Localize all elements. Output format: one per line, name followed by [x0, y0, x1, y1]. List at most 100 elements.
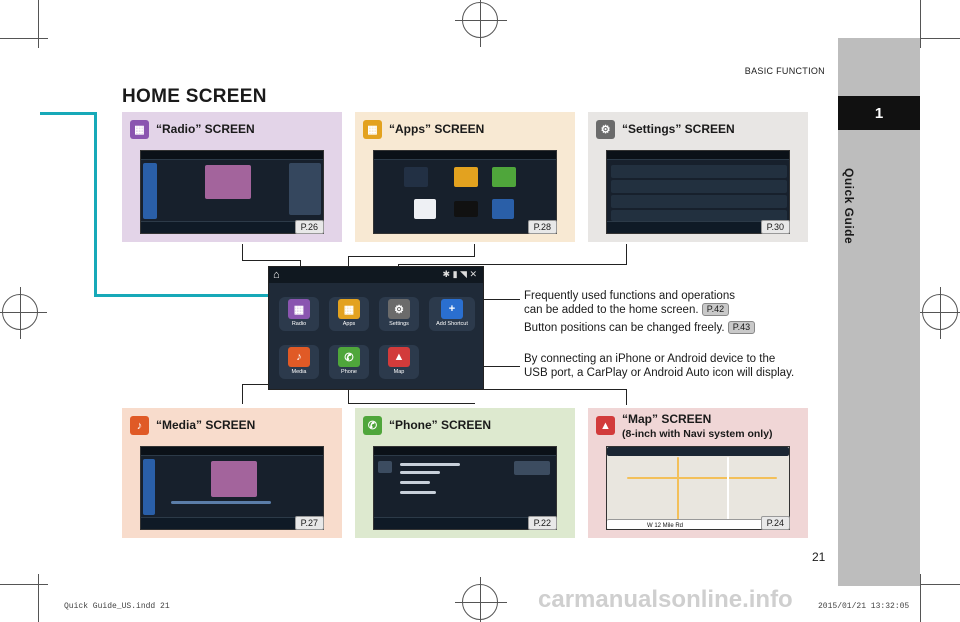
- panel-title: “Media” SCREEN: [156, 418, 256, 432]
- apps-grid-icon: ▦: [338, 299, 360, 319]
- connector-line: [242, 244, 243, 260]
- tile-label: Add Shortcut: [436, 321, 468, 327]
- media-icon: ♪: [288, 347, 310, 367]
- page-reference[interactable]: P.22: [527, 516, 557, 530]
- phone-screenshot: [373, 446, 557, 530]
- footer-file: Quick Guide_US.indd 21: [64, 602, 170, 611]
- gear-icon: ⚙: [388, 299, 410, 319]
- crop-mark: [920, 0, 921, 48]
- tile-label: Media: [291, 369, 307, 375]
- panel-title: “Map” SCREEN: [622, 412, 712, 426]
- registration-mark: [455, 577, 507, 622]
- radio-icon: ▦: [130, 120, 149, 139]
- crop-mark: [912, 584, 960, 585]
- settings-screenshot: [606, 150, 790, 234]
- tile-label: Apps: [342, 321, 356, 327]
- connector-line: [348, 256, 475, 257]
- registration-mark: [455, 0, 507, 47]
- carplay-description: By connecting an iPhone or Android devic…: [524, 352, 794, 380]
- phone-icon: ✆: [363, 416, 382, 435]
- page-reference[interactable]: P.26: [294, 220, 324, 234]
- shortcut-description: Frequently used functions and operations…: [524, 289, 735, 317]
- tile-radio[interactable]: ▦ Radio: [279, 297, 319, 331]
- chapter-number: 1: [838, 96, 920, 130]
- connector-line: [626, 389, 627, 405]
- connector-line: [94, 112, 97, 296]
- apps-grid-icon: ▦: [363, 120, 382, 139]
- chapter-label: Quick Guide: [842, 168, 856, 245]
- crop-mark: [38, 574, 39, 622]
- tile-settings[interactable]: ⚙ Settings: [379, 297, 419, 331]
- registration-mark: [915, 287, 960, 339]
- panel-title: “Radio” SCREEN: [156, 122, 255, 136]
- page-reference[interactable]: P.30: [760, 220, 790, 234]
- page-reference[interactable]: P.42: [701, 303, 730, 317]
- crop-mark: [0, 38, 48, 39]
- tile-map[interactable]: ▲ Map: [379, 345, 419, 379]
- map-icon: ▲: [388, 347, 410, 367]
- page-number: 21: [812, 550, 826, 564]
- connector-line: [398, 389, 626, 390]
- connector-line: [474, 244, 475, 256]
- description-line: USB port, a CarPlay or Android Auto icon…: [524, 367, 795, 379]
- connector-line: [348, 384, 349, 404]
- map-icon: ▲: [596, 416, 615, 435]
- apps-screenshot: [373, 150, 557, 234]
- map-screen-panel: ▲ “Map” SCREEN (8-inch with Navi system …: [588, 408, 808, 538]
- section-label: BASIC FUNCTION: [744, 66, 825, 76]
- phone-icon: ✆: [338, 347, 360, 367]
- phone-screen-panel: ✆ “Phone” SCREEN P.22: [355, 408, 575, 538]
- description-line: Frequently used functions and operations: [524, 290, 735, 302]
- status-bar: ⌂ ✱ ▮ ◥ ✕: [269, 267, 483, 283]
- connector-line: [242, 260, 300, 261]
- crop-mark: [0, 584, 48, 585]
- connector-line: [94, 294, 268, 297]
- connector-line: [460, 366, 520, 367]
- position-description: Button positions can be changed freely. …: [524, 321, 756, 335]
- home-screen-display: ⌂ ✱ ▮ ◥ ✕ ▦ Radio ▦ Apps ⚙ Settings + Ad…: [268, 266, 484, 390]
- page-reference[interactable]: P.27: [294, 516, 324, 530]
- tile-phone[interactable]: ✆ Phone: [329, 345, 369, 379]
- crop-mark: [38, 0, 39, 48]
- connector-line: [40, 112, 96, 115]
- panel-title: “Apps” SCREEN: [389, 122, 485, 136]
- tile-label: Settings: [389, 321, 409, 327]
- radio-screenshot: [140, 150, 324, 234]
- media-screenshot: [140, 446, 324, 530]
- registration-mark: [0, 287, 47, 339]
- radio-screen-panel: ▦ “Radio” SCREEN P.26: [122, 112, 342, 242]
- tile-label: Radio: [291, 321, 307, 327]
- crop-mark: [920, 574, 921, 622]
- tile-add-shortcut[interactable]: + Add Shortcut: [429, 297, 475, 331]
- connector-line: [398, 264, 627, 265]
- tile-label: Phone: [341, 369, 357, 375]
- description-line: Button positions can be changed freely.: [524, 322, 725, 334]
- tile-media[interactable]: ♪ Media: [279, 345, 319, 379]
- street-name: W 12 Mile Rd: [647, 523, 684, 529]
- footer-date: 2015/01/21 13:32:05: [818, 602, 910, 611]
- page-reference[interactable]: P.28: [527, 220, 557, 234]
- panel-title: “Settings” SCREEN: [622, 122, 735, 136]
- connector-line: [626, 244, 627, 264]
- settings-screen-panel: ⚙ “Settings” SCREEN P.30: [588, 112, 808, 242]
- status-icons: ✱ ▮ ◥ ✕: [442, 269, 477, 279]
- panel-subtitle: (8-inch with Navi system only): [622, 428, 773, 440]
- page-reference[interactable]: P.43: [727, 321, 756, 335]
- description-line: can be added to the home screen.: [524, 304, 699, 316]
- media-screen-panel: ♪ “Media” SCREEN P.27: [122, 408, 342, 538]
- page-title: HOME SCREEN: [122, 86, 267, 107]
- home-icon[interactable]: ⌂: [273, 269, 280, 281]
- tile-apps[interactable]: ▦ Apps: [329, 297, 369, 331]
- page-reference[interactable]: P.24: [760, 516, 790, 530]
- description-line: By connecting an iPhone or Android devic…: [524, 353, 776, 365]
- radio-icon: ▦: [288, 299, 310, 319]
- plus-icon: +: [441, 299, 463, 319]
- tile-label: Map: [393, 369, 405, 375]
- watermark: carmanualsonline.info: [538, 586, 793, 613]
- connector-line: [348, 403, 475, 404]
- apps-screen-panel: ▦ “Apps” SCREEN P.28: [355, 112, 575, 242]
- crop-mark: [912, 38, 960, 39]
- map-screenshot: W 12 Mile Rd: [606, 446, 790, 530]
- media-icon: ♪: [130, 416, 149, 435]
- panel-title: “Phone” SCREEN: [389, 418, 492, 432]
